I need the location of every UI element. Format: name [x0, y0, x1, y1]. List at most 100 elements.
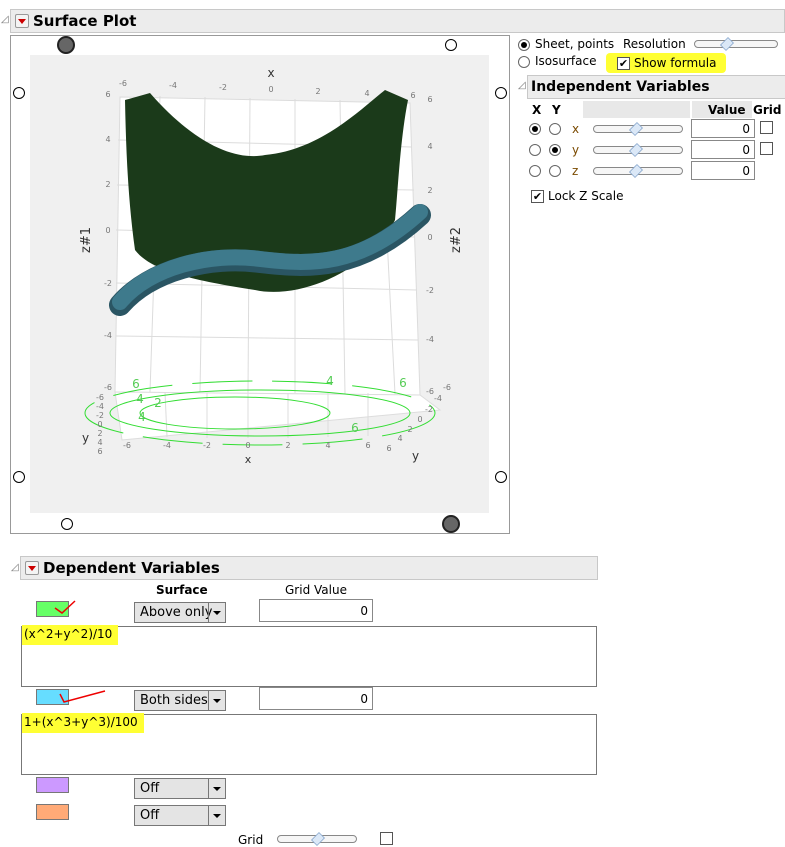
- y-axis-radio-x[interactable]: [549, 123, 561, 135]
- y-tick-right: 4: [397, 434, 402, 443]
- header-bg: [692, 101, 752, 118]
- y-axis-radio-z[interactable]: [549, 165, 561, 177]
- lock-z-scale-checkbox[interactable]: ✔: [531, 190, 544, 203]
- isosurface-radio[interactable]: [518, 56, 530, 68]
- z1-axis-label: z#1: [79, 227, 94, 253]
- surface-mode-dropdown[interactable]: Above only: [134, 602, 226, 623]
- grid-checkbox-x[interactable]: [760, 121, 773, 134]
- rotation-handle[interactable]: [442, 515, 460, 533]
- y-tick-left: 2: [97, 429, 102, 438]
- x-tick-top: -2: [219, 83, 227, 92]
- rotation-handle[interactable]: [13, 87, 25, 99]
- formula-text: 1+(x^3+y^3)/100: [22, 713, 144, 733]
- grid-slider[interactable]: [277, 832, 357, 846]
- x-tick-top: 2: [315, 87, 320, 96]
- formula-editor[interactable]: 1+(x^3+y^3)/100: [21, 713, 597, 775]
- variable-value-field-z[interactable]: 0: [691, 161, 755, 180]
- y-tick-right: -4: [434, 394, 442, 403]
- formula-text: (x^2+y^2)/10: [22, 625, 119, 645]
- independent-variables-title: Independent Variables: [531, 79, 710, 95]
- surface-2: [112, 204, 428, 310]
- variable-slider-z[interactable]: [593, 164, 683, 178]
- x-tick-top: -6: [119, 79, 127, 88]
- show-formula-label: Show formula: [634, 56, 717, 70]
- lock-z-scale-label: Lock Z Scale: [548, 189, 624, 203]
- dependent-variables-title: Dependent Variables: [43, 559, 220, 577]
- x-tick-top: -4: [169, 81, 177, 90]
- x-tick-bottom: 4: [325, 441, 330, 450]
- surface-plot-header: Surface Plot: [10, 9, 785, 33]
- rotation-handle[interactable]: [57, 36, 75, 54]
- variable-value-field-x[interactable]: 0: [691, 119, 755, 138]
- annotation-check-mark: [54, 600, 76, 614]
- surface-color-swatch[interactable]: [36, 777, 69, 793]
- grid-checkbox[interactable]: [380, 832, 393, 845]
- z1-tick: 0: [105, 226, 110, 235]
- contour-label: 2: [154, 396, 162, 410]
- y-tick-left: 4: [97, 438, 102, 447]
- red-triangle-menu-icon[interactable]: [25, 561, 39, 575]
- sheet-points-radio[interactable]: [518, 39, 530, 51]
- dependent-variables-header: Dependent Variables: [20, 556, 598, 580]
- y-axis-radio-y[interactable]: [549, 144, 561, 156]
- x-tick-bottom: -2: [203, 441, 211, 450]
- resolution-slider[interactable]: [694, 37, 778, 51]
- z1-tick: 2: [105, 180, 110, 189]
- surface-mode-value: Off: [140, 781, 160, 796]
- collapse-triangle-icon[interactable]: ◿: [11, 562, 19, 573]
- z1-tick: 6: [105, 90, 110, 99]
- x-axis-radio-x[interactable]: [529, 123, 541, 135]
- grid-value-field[interactable]: 0: [259, 599, 373, 622]
- annotation-check-mark: [59, 690, 106, 703]
- x-tick-bottom: -4: [163, 441, 171, 450]
- contour-label: 4: [138, 410, 146, 424]
- contour-label: 4: [136, 392, 144, 406]
- x-tick-bottom: -6: [123, 441, 131, 450]
- contour-label: 4: [326, 374, 334, 388]
- y-tick-right: 6: [386, 444, 391, 453]
- grid-value-field[interactable]: 0: [259, 687, 373, 710]
- show-formula-checkbox[interactable]: ✔: [617, 57, 630, 70]
- collapse-triangle-icon[interactable]: ◿: [518, 80, 526, 91]
- x-axis-radio-y[interactable]: [529, 144, 541, 156]
- z2-tick: -6: [426, 387, 434, 396]
- red-triangle-menu-icon[interactable]: [15, 14, 29, 28]
- rotation-handle[interactable]: [445, 39, 457, 51]
- z2-tick: 2: [427, 186, 432, 195]
- variable-name: z: [572, 164, 579, 178]
- rotation-handle[interactable]: [495, 87, 507, 99]
- x-tick-top: 0: [268, 85, 273, 94]
- variable-value-field-y[interactable]: 0: [691, 140, 755, 159]
- floor-grid: [164, 391, 369, 438]
- surface-mode-value: Off: [140, 808, 160, 823]
- surface-mode-dropdown[interactable]: Both sides: [134, 690, 226, 711]
- surface-color-swatch[interactable]: [36, 689, 69, 705]
- y-tick-left: -6: [96, 393, 104, 402]
- formula-editor[interactable]: (x^2+y^2)/10: [21, 625, 597, 687]
- grid-checkbox-y[interactable]: [760, 142, 773, 155]
- x-tick-top: 4: [364, 89, 369, 98]
- variable-slider-x[interactable]: [593, 122, 683, 136]
- variable-slider-y[interactable]: [593, 143, 683, 157]
- surface-mode-value: Both sides: [140, 693, 208, 708]
- chevron-down-icon: [208, 603, 225, 622]
- surface-mode-dropdown[interactable]: Off: [134, 778, 226, 799]
- floor: [114, 391, 442, 441]
- z2-tick: -2: [426, 286, 434, 295]
- z1-tick: -2: [104, 279, 112, 288]
- surface-mode-dropdown[interactable]: Off: [134, 805, 226, 826]
- z1-tick: -4: [104, 331, 112, 340]
- y-axis-label-right: y: [412, 449, 419, 463]
- y-tick-left: -4: [96, 402, 104, 411]
- surface-color-swatch[interactable]: [36, 804, 69, 820]
- rotation-handle[interactable]: [495, 471, 507, 483]
- z2-tick: 6: [427, 95, 432, 104]
- rotation-handle[interactable]: [13, 471, 25, 483]
- x-axis-radio-z[interactable]: [529, 165, 541, 177]
- col-grid-value-header: Grid Value: [285, 583, 347, 597]
- y-tick-right: 2: [407, 425, 412, 434]
- collapse-triangle-icon[interactable]: ◿: [1, 14, 9, 25]
- rotation-handle[interactable]: [61, 518, 73, 530]
